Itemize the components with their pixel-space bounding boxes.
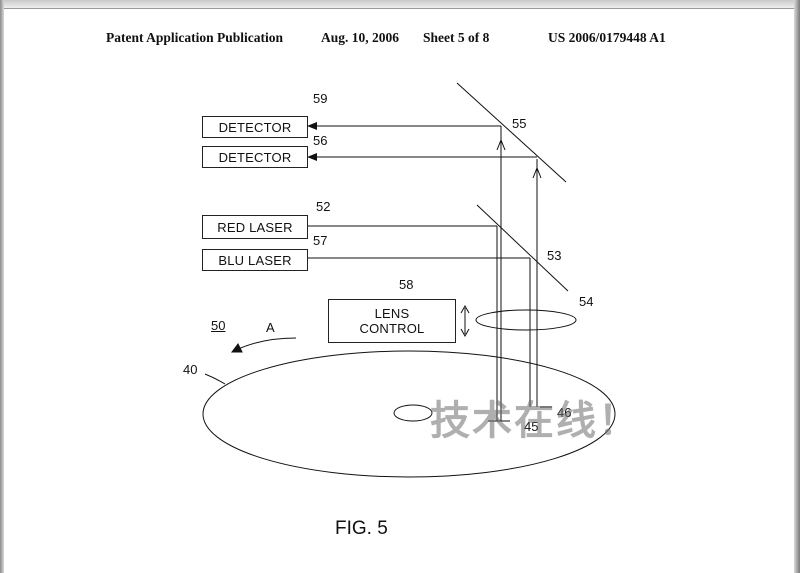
ref-57: 57	[313, 233, 328, 248]
ref-a: A	[266, 320, 275, 335]
disc-40	[202, 350, 616, 478]
ref-45: 45	[524, 419, 539, 434]
window-top-border	[0, 0, 800, 9]
disc-spindle-hole	[393, 404, 433, 422]
header-patent-number: US 2006/0179448 A1	[548, 30, 666, 45]
ref-46: 46	[557, 405, 572, 420]
leader-40	[204, 373, 226, 385]
mirror-53	[476, 204, 569, 292]
arrow-up-right	[532, 166, 542, 179]
ref-59: 59	[313, 91, 328, 106]
lens-54	[475, 309, 577, 331]
ref-55: 55	[512, 116, 527, 131]
ref-54: 54	[579, 294, 594, 309]
lens-control-line2: CONTROL	[359, 321, 425, 336]
rotation-arrow-a	[235, 337, 297, 351]
ref-52: 52	[316, 199, 331, 214]
header-publication: Patent Application Publication	[106, 30, 284, 45]
ref-56: 56	[313, 133, 328, 148]
window-left-border	[0, 0, 4, 573]
red-laser-box: RED LASER	[202, 215, 308, 239]
arrow-up-left	[496, 138, 506, 151]
blu-laser-box: BLU LASER	[202, 249, 308, 271]
header-date: Aug. 10, 2006	[321, 30, 400, 45]
patent-header: Patent Application Publication Aug. 10, …	[0, 30, 800, 50]
ref-53: 53	[547, 248, 562, 263]
detector-box-59: DETECTOR	[202, 116, 308, 138]
window-right-border	[794, 0, 800, 573]
mirror-55	[456, 82, 567, 183]
header-sheet: Sheet 5 of 8	[423, 30, 490, 45]
lens-control-line1: LENS	[374, 306, 410, 321]
lens-control-box: LENS CONTROL	[328, 299, 456, 343]
watermark-text: 技术在线！	[430, 398, 640, 444]
detector-box-56: DETECTOR	[202, 146, 308, 168]
figure-label: FIG. 5	[335, 518, 388, 539]
ref-58: 58	[399, 277, 414, 292]
ref-40: 40	[183, 362, 198, 377]
ref-50: 50	[211, 318, 226, 333]
